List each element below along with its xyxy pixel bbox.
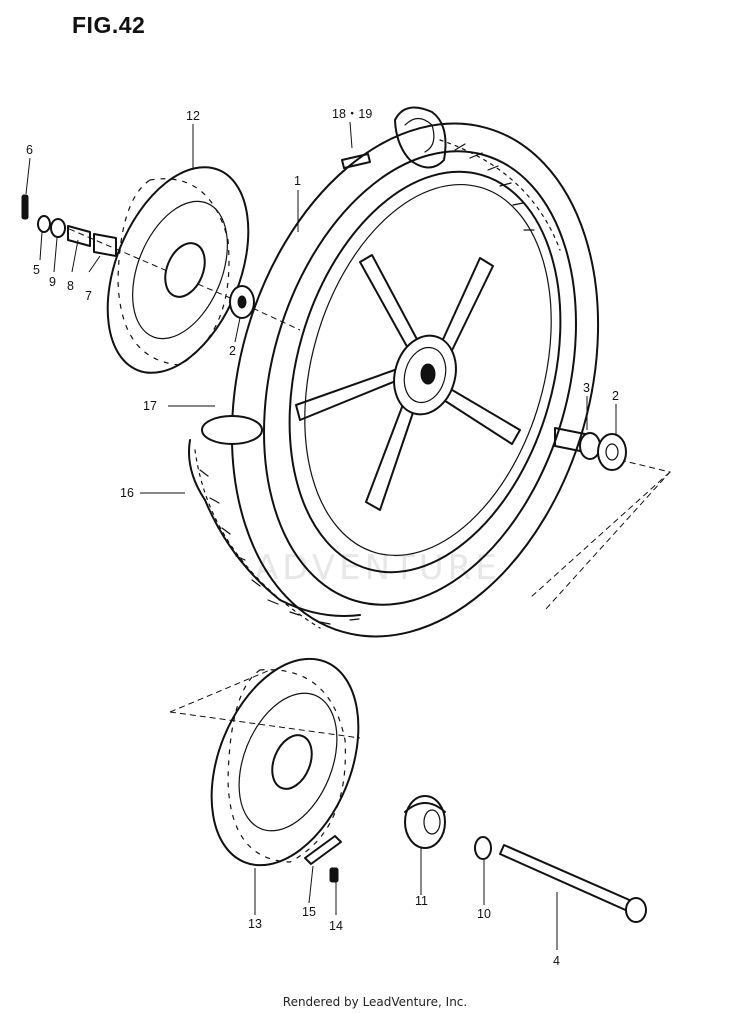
callout-7: 7 <box>85 289 92 303</box>
callout-9: 9 <box>49 275 56 289</box>
bolt-14 <box>329 867 339 883</box>
tire-inner <box>263 150 577 606</box>
figure-title: FIG.42 <box>72 12 146 38</box>
hub-bolt-circle <box>403 346 447 404</box>
callout-17: 17 <box>143 399 157 413</box>
valve <box>341 153 371 169</box>
callout-2-upper: 2 <box>229 344 236 358</box>
rim-outer <box>288 170 562 574</box>
callout-1: 1 <box>294 174 301 188</box>
callout-2-right: 2 <box>612 389 619 403</box>
lock-plate-15 <box>304 835 342 865</box>
washer-5 <box>37 215 51 233</box>
callout-8: 8 <box>67 279 74 293</box>
washer-10 <box>474 836 492 860</box>
bearing-2-right <box>597 433 627 471</box>
callout-18-19: 18・19 <box>332 107 372 121</box>
callout-5: 5 <box>33 263 40 277</box>
callout-16: 16 <box>120 486 134 500</box>
callout-4: 4 <box>553 954 560 968</box>
hub-bore <box>420 363 436 385</box>
construction-line-lower <box>169 471 671 739</box>
bolt-6 <box>21 194 29 220</box>
tire-cross-section <box>188 439 361 617</box>
collar-7 <box>93 233 117 257</box>
axle-4 <box>499 844 647 923</box>
callout-13: 13 <box>248 917 262 931</box>
speedometer-gearbox-11 <box>404 795 446 849</box>
leader-lines <box>25 121 617 950</box>
wheel-spokes <box>295 254 521 511</box>
tire-section-cutaway <box>394 106 447 169</box>
callout-14: 14 <box>329 919 343 933</box>
upper-hardware <box>21 194 255 319</box>
right-hardware <box>554 427 627 471</box>
tire-section-inner <box>404 117 435 153</box>
brake-disc-upper <box>106 166 250 374</box>
wheel-assembly <box>194 122 600 638</box>
tire-outer <box>230 122 600 638</box>
rim-inner <box>304 183 552 557</box>
spacer-9 <box>50 218 66 238</box>
callout-15: 15 <box>302 905 316 919</box>
footer-credit: Rendered by LeadVenture, Inc. <box>282 995 468 1009</box>
brake-disc-lower <box>210 657 360 867</box>
callout-10: 10 <box>477 907 491 921</box>
callout-12: 12 <box>186 109 200 123</box>
tire-tread-dots <box>194 139 561 629</box>
callout-11: 11 <box>415 894 428 908</box>
callout-6: 6 <box>26 143 33 157</box>
bushing-8 <box>67 225 91 247</box>
construction-line-upper <box>59 224 671 611</box>
rim-band <box>201 415 263 445</box>
tire-tread <box>199 143 535 625</box>
callout-3: 3 <box>583 381 590 395</box>
